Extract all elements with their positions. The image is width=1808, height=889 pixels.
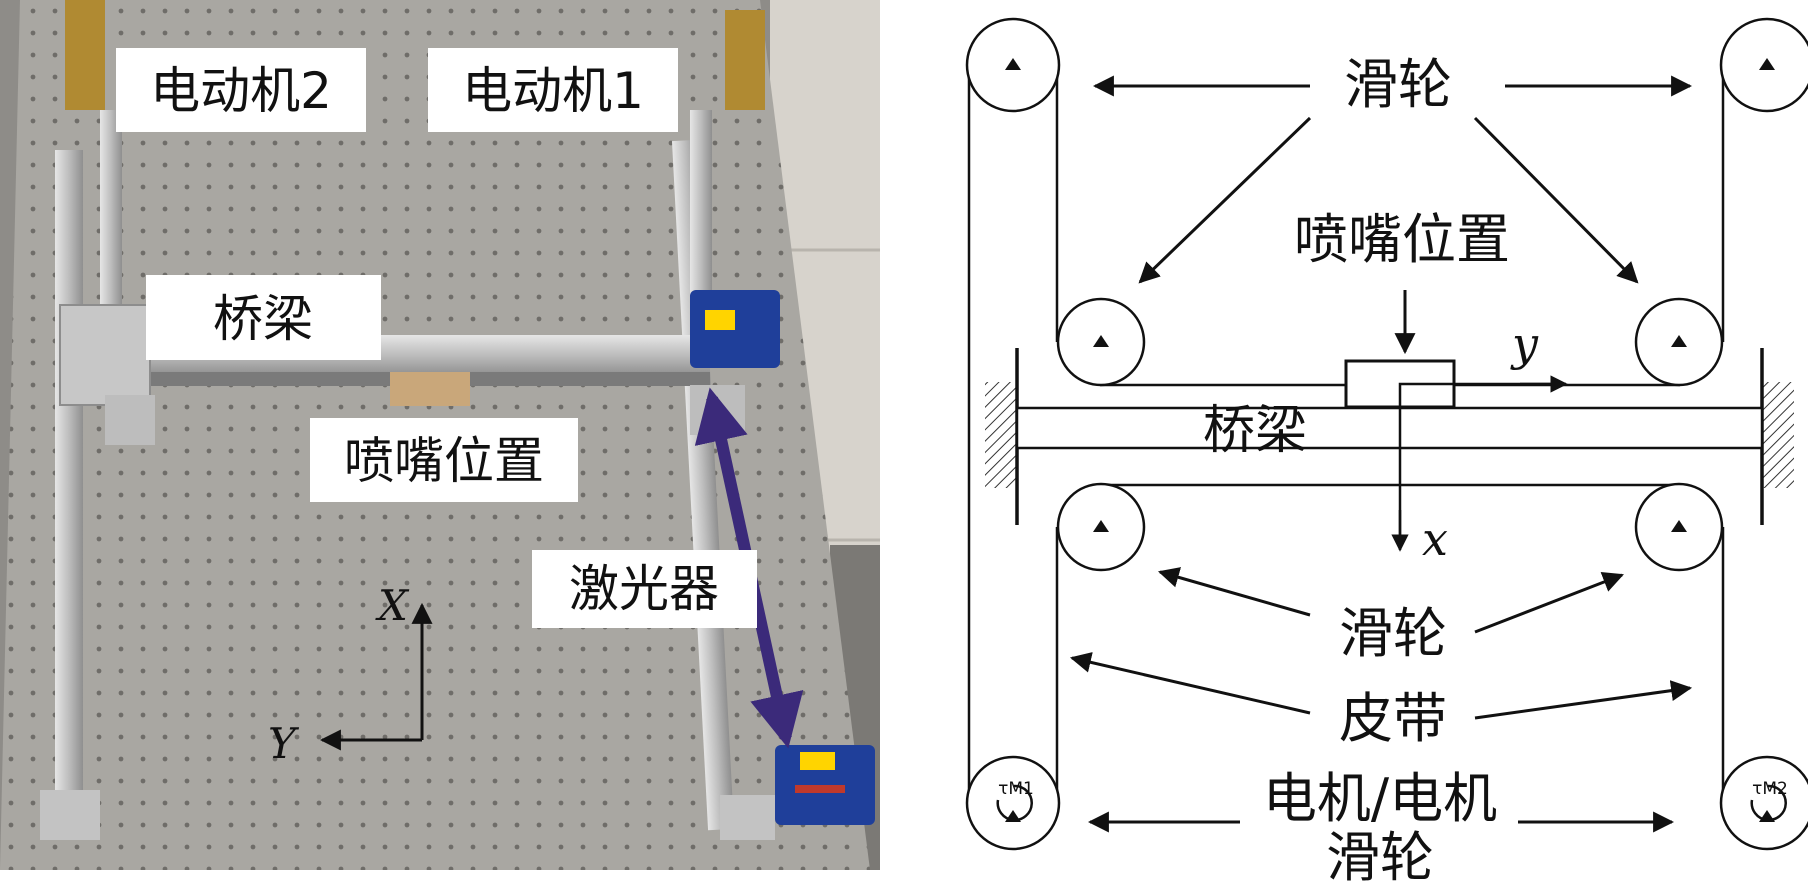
nozzle-carriage xyxy=(390,372,470,406)
label-pulley-top: 滑轮 xyxy=(1344,53,1452,116)
motor2 xyxy=(65,0,105,110)
laser-lower xyxy=(775,745,875,825)
torque-arc-right xyxy=(1750,784,1787,822)
photo-axes: X Y xyxy=(268,581,433,768)
label-laser: 激光器 xyxy=(569,560,719,618)
bridge-beam-schematic xyxy=(1015,406,1764,450)
label-belt: 皮带 xyxy=(1339,687,1447,750)
arrow-mid-lower-right-pulley xyxy=(1474,572,1624,634)
arrow-mid-upper-right-pulley xyxy=(1473,116,1639,284)
motor-pulley-right xyxy=(1719,755,1808,851)
torque-arc-left xyxy=(996,784,1033,822)
label-motor1: 电动机1 xyxy=(462,62,644,120)
schematic-axis-y-label: y xyxy=(1510,317,1539,371)
photo-axis-y-label: Y xyxy=(268,719,300,768)
motor-pulley-left xyxy=(965,755,1061,851)
label-nozzle-position: 喷嘴位置 xyxy=(344,432,544,490)
arrow-belt-right xyxy=(1474,680,1693,720)
laser-upper xyxy=(690,290,780,368)
left-rail xyxy=(55,150,83,840)
label-motor-line1: 电机/电机 xyxy=(1263,767,1497,830)
right-wall-hatch xyxy=(1762,382,1794,488)
arrow-mid-lower-left-pulley xyxy=(1157,567,1311,617)
schematic-labels: 滑轮 喷嘴位置 y 桥梁 x 滑轮 皮带 电机/电机 滑轮 τM1 τM2 xyxy=(998,53,1788,889)
photo-axis-x-label: X xyxy=(375,581,410,630)
arrow-belt-left xyxy=(1069,652,1311,715)
motor-torque-right-label: τM2 xyxy=(1752,779,1788,799)
label-nozzle-position-schematic: 喷嘴位置 xyxy=(1294,208,1510,271)
motor-torque-left-label: τM1 xyxy=(998,779,1034,799)
label-bridge-schematic: 桥梁 xyxy=(1203,401,1307,461)
schematic-axis-x-label: x xyxy=(1422,512,1448,566)
photo-panel: X Y 电动机2 电动机1 桥梁 喷嘴位置 激光器 xyxy=(0,0,880,870)
label-motor-line2: 滑轮 xyxy=(1326,826,1434,889)
label-pulley-mid: 滑轮 xyxy=(1339,602,1447,665)
label-bridge: 桥梁 xyxy=(213,290,313,348)
schematic-panel xyxy=(965,17,1808,851)
arrow-mid-upper-left-pulley xyxy=(1138,116,1312,284)
left-wall-hatch xyxy=(985,382,1017,488)
label-motor2: 电动机2 xyxy=(150,62,332,120)
motor1 xyxy=(725,10,765,110)
motor2-rail xyxy=(100,110,122,310)
